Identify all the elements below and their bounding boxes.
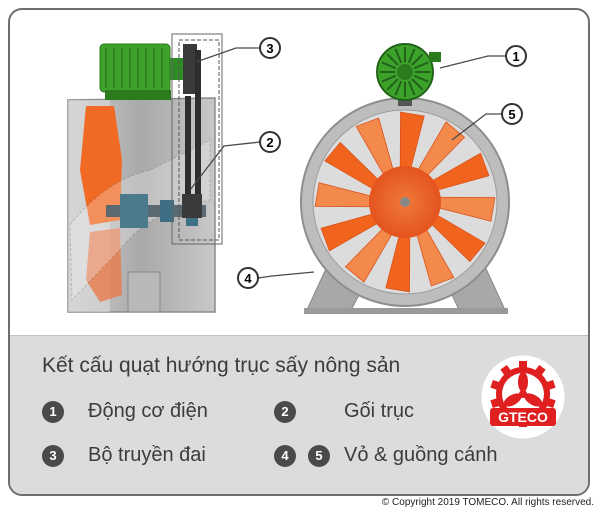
caption: Kết cấu quạt hướng trục sấy nông sản [42,354,401,377]
legend-number: 3 [42,444,64,467]
motor-fin [394,48,403,64]
copyright-notice: © Copyright 2019 TOMECO. All rights rese… [381,497,594,508]
legend-item-1: 1 Động cơ điện [42,400,208,423]
legend-number: 4 [274,444,296,467]
legend-label: Gối trục [344,400,415,422]
legend-number: 2 [274,400,296,423]
motor-fin [381,74,397,83]
figure-card: 1 5 4 2 3 Kết cấu quạt hướng trục sấy nô… [8,8,590,496]
side-blade-lower [86,228,122,302]
callout-3: 3 [259,37,281,59]
motor-fin [411,53,424,66]
front-motor [376,43,441,106]
motor-fin [411,78,424,91]
callout-1: 1 [505,45,527,67]
legend-panel: Kết cấu quạt hướng trục sấy nông sản 1 Đ… [10,335,588,494]
motor-fin [413,74,429,83]
gear-tooth [519,361,527,370]
front-view [300,43,510,314]
side-blade-upper [80,106,122,225]
svg-text:4: 4 [244,271,252,286]
fan-diagram: 1 5 4 2 3 [67,33,527,314]
leader-lines [189,47,505,279]
svg-text:2: 2 [266,135,273,150]
legend-item-2: 2 Gối trục [274,400,414,423]
legend-label: Vỏ & guồng cánh [344,444,498,466]
legend-item-3: 3 Bộ truyền đai [42,444,206,467]
motor-fin [407,80,416,96]
svg-text:GTECO: GTECO [498,409,548,425]
legend-number: 5 [308,444,330,467]
svg-text:1: 1 [512,49,519,64]
side-motor [99,43,184,100]
motor-fin [381,61,397,70]
legend-label: Động cơ điện [88,400,208,422]
side-view [67,33,223,313]
motor-fin [407,48,416,64]
callout-4: 4 [237,267,259,289]
svg-text:5: 5 [508,107,515,122]
gteco-logo: GTECO [480,354,566,440]
legend-number: 1 [42,400,64,423]
legend-item-4-5: 4 5 Vỏ & guồng cánh [274,444,497,467]
belt-drive [178,39,220,241]
motor-fin [386,53,399,66]
motor-fin [386,78,399,91]
callout-2: 2 [259,131,281,153]
callout-5: 5 [501,103,523,125]
motor-fin [413,61,429,70]
legend-label: Bộ truyền đai [88,444,206,466]
impeller-blades [314,111,496,293]
motor-fin [394,80,403,96]
svg-text:3: 3 [266,41,273,56]
